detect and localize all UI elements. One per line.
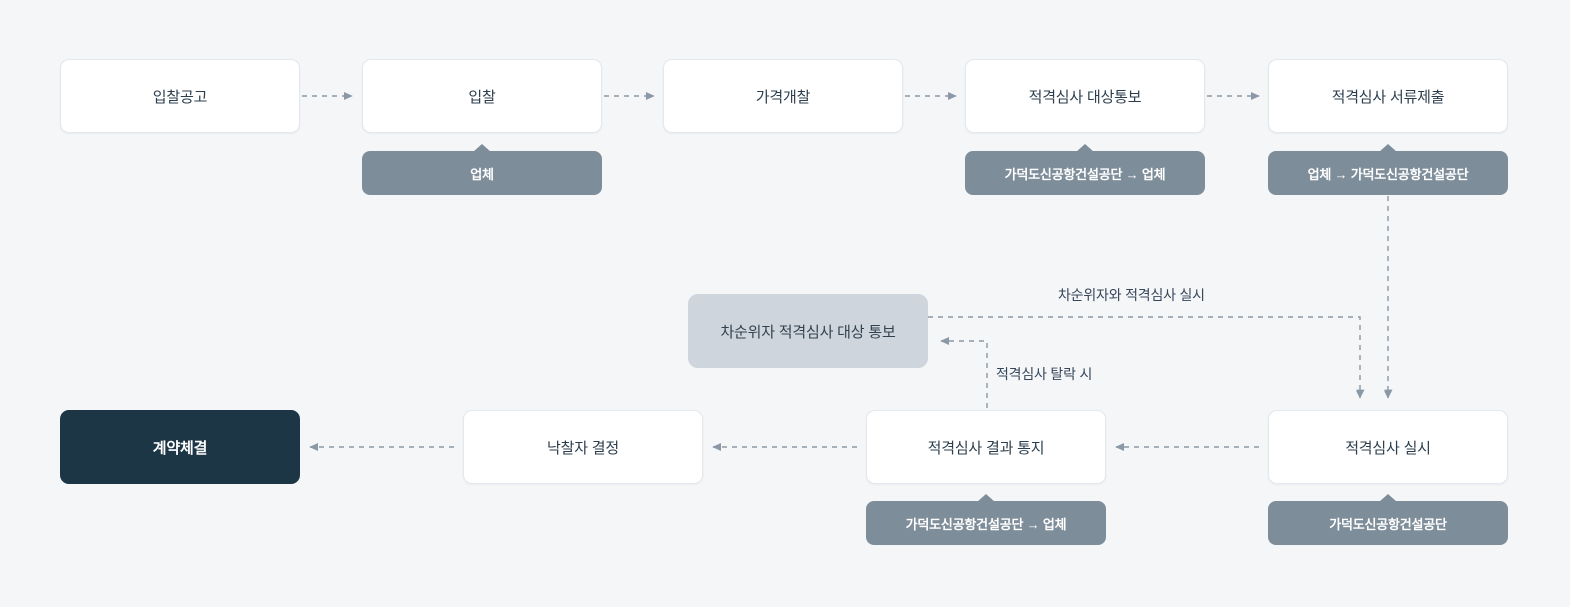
badge-actor-bidding: 업체 — [362, 144, 602, 195]
node-bid-notice[interactable]: 입찰공고 — [60, 59, 300, 133]
node-contract[interactable]: 계약체결 — [60, 410, 300, 484]
badge-pointer-icon — [977, 494, 995, 502]
badge-label: 가덕도신공항건설공단 — [1329, 516, 1447, 532]
node-label: 입찰공고 — [152, 88, 208, 106]
badge-pointer-icon — [1076, 144, 1094, 152]
caption-runner-up-review: 차순위자와 적격심사 실시 — [1058, 285, 1205, 305]
badge-label: 업체 → 가덕도신공항건설공단 — [1307, 166, 1469, 182]
badge-label: 업체 — [470, 166, 494, 182]
edge-runnerup-to-review — [928, 316, 1360, 398]
badge-pointer-icon — [473, 144, 491, 152]
node-runner-up-notice[interactable]: 차순위자 적격심사 대상 통보 — [688, 294, 928, 368]
badge-label: 가덕도신공항건설공단 → 업체 — [1004, 166, 1166, 182]
caption-text: 차순위자와 적격심사 실시 — [1058, 287, 1205, 303]
badge-actor-eligibility-notice: 가덕도신공항건설공단 → 업체 — [965, 144, 1205, 195]
badge-pointer-icon — [1379, 144, 1397, 152]
node-label: 적격심사 서류제출 — [1331, 88, 1445, 106]
node-eligibility-notice[interactable]: 적격심사 대상통보 — [965, 59, 1205, 133]
badge-actor-result-notice: 가덕도신공항건설공단 → 업체 — [866, 494, 1106, 545]
node-label: 계약체결 — [152, 439, 208, 457]
node-award-decision[interactable]: 낙찰자 결정 — [463, 410, 703, 484]
node-eligibility-review[interactable]: 적격심사 실시 — [1268, 410, 1508, 484]
caption-text: 적격심사 탈락 시 — [996, 366, 1093, 382]
edge-result-to-runnerup — [940, 336, 988, 408]
node-label: 적격심사 결과 통지 — [927, 439, 1045, 457]
node-doc-submit[interactable]: 적격심사 서류제출 — [1268, 59, 1508, 133]
node-label: 적격심사 대상통보 — [1028, 88, 1142, 106]
badge-actor-doc-submit: 업체 → 가덕도신공항건설공단 — [1268, 144, 1508, 195]
badge-pointer-icon — [1379, 494, 1397, 502]
node-label: 낙찰자 결정 — [547, 439, 619, 457]
badge-label: 가덕도신공항건설공단 → 업체 — [905, 516, 1067, 532]
node-bidding[interactable]: 입찰 — [362, 59, 602, 133]
node-price-open[interactable]: 가격개찰 — [663, 59, 903, 133]
node-label: 입찰 — [468, 88, 496, 106]
badge-actor-eligibility-review: 가덕도신공항건설공단 — [1268, 494, 1508, 545]
node-label: 가격개찰 — [755, 88, 811, 106]
node-label: 차순위자 적격심사 대상 통보 — [720, 323, 896, 341]
node-label: 적격심사 실시 — [1345, 439, 1431, 457]
caption-eligibility-fail: 적격심사 탈락 시 — [996, 364, 1092, 384]
node-result-notice[interactable]: 적격심사 결과 통지 — [866, 410, 1106, 484]
